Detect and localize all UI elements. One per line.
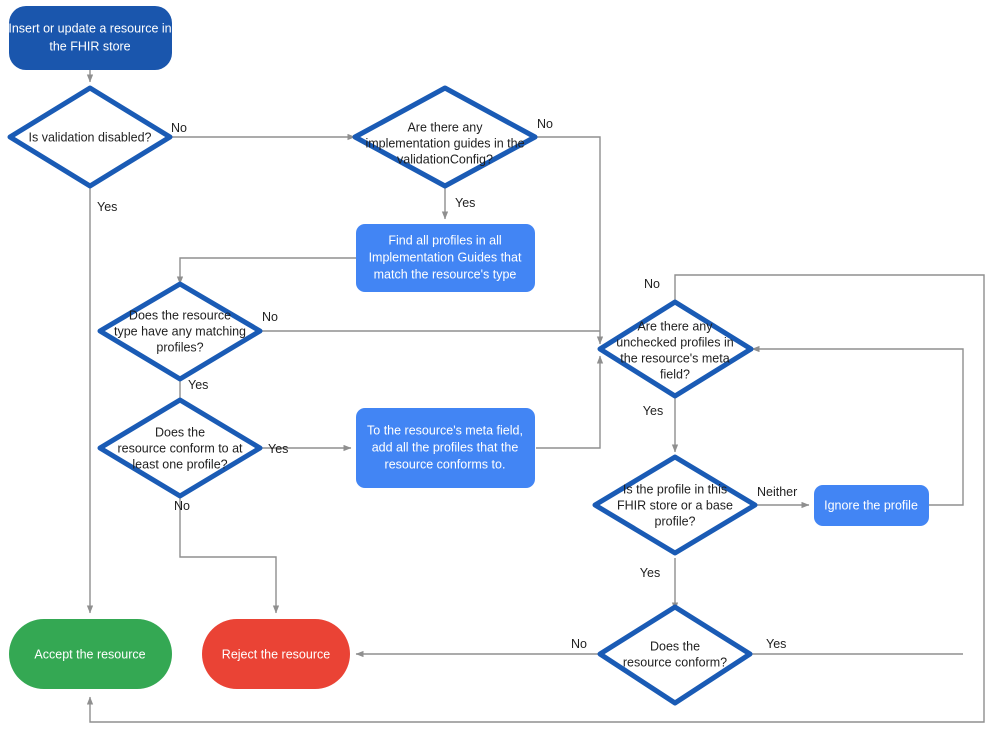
validation-disabled-label: Is validation disabled? xyxy=(29,130,152,144)
edge-label-conform-no: No xyxy=(571,637,587,651)
conform-one-label-line-1: Does the xyxy=(155,425,205,439)
find-profiles-shape xyxy=(356,224,535,292)
ignore-profile-shape xyxy=(814,485,929,526)
edge-findprofiles-to-matching xyxy=(176,257,356,285)
profile-location-label-line-2: FHIR store or a base xyxy=(617,498,733,512)
unchecked-profiles-label-line-2: unchecked profiles in xyxy=(616,335,733,349)
validation-disabled-shape xyxy=(7,85,173,189)
node-find-profiles[interactable]: Find all profiles in all Implementation … xyxy=(356,224,535,292)
edge-label-validation-no: No xyxy=(171,121,187,135)
node-unchecked-profiles[interactable]: Are there any unchecked profiles in the … xyxy=(597,299,754,399)
node-reject[interactable]: Reject the resource xyxy=(202,619,350,689)
node-accept[interactable]: Accept the resource xyxy=(9,619,172,689)
find-profiles-label-line-2: Implementation Guides that xyxy=(369,250,522,264)
find-profiles-label-line-1: Find all profiles in all xyxy=(388,233,501,247)
edge-label-conformone-yes: Yes xyxy=(268,442,288,456)
impl-guides-label-line-2: implementation guides in the xyxy=(365,136,524,150)
edge-label-unchecked-yes: Yes xyxy=(643,404,663,418)
profile-location-label-line-3: profile? xyxy=(655,514,696,528)
edge-impl-no xyxy=(535,136,604,345)
unchecked-profiles-label-line-3: the resource's meta xyxy=(620,351,729,365)
find-profiles-label-line-3: match the resource's type xyxy=(374,267,517,281)
node-impl-guides[interactable]: Are there any implementation guides in t… xyxy=(352,85,538,189)
node-ignore-profile[interactable]: Ignore the profile xyxy=(814,485,929,526)
add-profiles-label-line-3: resource conforms to. xyxy=(385,457,506,471)
unchecked-profiles-label-line-4: field? xyxy=(660,367,690,381)
edge-conformone-no xyxy=(179,496,280,614)
edge-label-location-yes: Yes xyxy=(640,566,660,580)
edge-unchecked-no xyxy=(86,274,985,723)
conform-one-label-line-2: resource conform to at xyxy=(117,441,243,455)
node-profile-location[interactable]: Is the profile in this FHIR store or a b… xyxy=(592,454,758,556)
accept-shape xyxy=(9,619,172,689)
matching-profiles-label-line-3: profiles? xyxy=(156,340,203,354)
ignore-profile-label: Ignore the profile xyxy=(824,498,918,512)
impl-guides-label-line-1: Are there any xyxy=(407,120,483,134)
reject-shape xyxy=(202,619,350,689)
matching-profiles-shape xyxy=(97,281,263,382)
impl-guides-shape xyxy=(352,85,538,189)
node-matching-profiles[interactable]: Does the resource type have any matching… xyxy=(97,281,263,382)
add-profiles-shape xyxy=(356,408,535,488)
edge-label-matching-yes: Yes xyxy=(188,378,208,392)
conform-one-shape xyxy=(97,397,263,499)
edge-ignore-to-unchecked xyxy=(751,345,964,506)
matching-profiles-label-line-1: Does the resource xyxy=(129,308,231,322)
edge-addprofiles-to-unchecked xyxy=(536,355,604,449)
impl-guides-label-line-3: validationConfig? xyxy=(397,152,493,166)
edge-label-location-neither: Neither xyxy=(757,485,797,499)
edge-label-unchecked-no: No xyxy=(644,277,660,291)
conform-one-label-line-3: least one profile? xyxy=(132,457,227,471)
resource-conform-shape xyxy=(597,604,753,706)
node-start[interactable]: Insert or update a resource in the FHIR … xyxy=(8,6,172,70)
add-profiles-label-line-1: To the resource's meta field, xyxy=(367,423,523,437)
start-shape xyxy=(9,6,172,70)
add-profiles-label-line-2: add all the profiles that the xyxy=(372,440,519,454)
accept-label: Accept the resource xyxy=(34,647,145,661)
edge-label-impl-no: No xyxy=(537,117,553,131)
edge-layer xyxy=(86,70,985,723)
edge-label-matching-no: No xyxy=(262,310,278,324)
node-conform-one[interactable]: Does the resource conform to at least on… xyxy=(97,397,263,499)
edge-label-conformone-no: No xyxy=(174,499,190,513)
resource-conform-label-line-1: Does the xyxy=(650,639,700,653)
unchecked-profiles-shape xyxy=(597,299,754,399)
unchecked-profiles-label-line-1: Are there any xyxy=(637,319,713,333)
edge-label-impl-yes: Yes xyxy=(455,196,475,210)
edge-label-validation-yes: Yes xyxy=(97,200,117,214)
reject-label: Reject the resource xyxy=(222,647,330,661)
resource-conform-label-line-2: resource conform? xyxy=(623,655,727,669)
node-add-profiles[interactable]: To the resource's meta field, add all th… xyxy=(356,408,535,488)
node-resource-conform[interactable]: Does the resource conform? xyxy=(597,604,753,706)
edge-label-conform-yes: Yes xyxy=(766,637,786,651)
profile-location-shape xyxy=(592,454,758,556)
start-label-line-1: Insert or update a resource in xyxy=(8,21,171,35)
profile-location-label-line-1: Is the profile in this xyxy=(623,482,727,496)
start-label-line-2: the FHIR store xyxy=(49,39,130,53)
node-validation-disabled[interactable]: Is validation disabled? xyxy=(7,85,173,189)
matching-profiles-label-line-2: type have any matching xyxy=(114,324,246,338)
